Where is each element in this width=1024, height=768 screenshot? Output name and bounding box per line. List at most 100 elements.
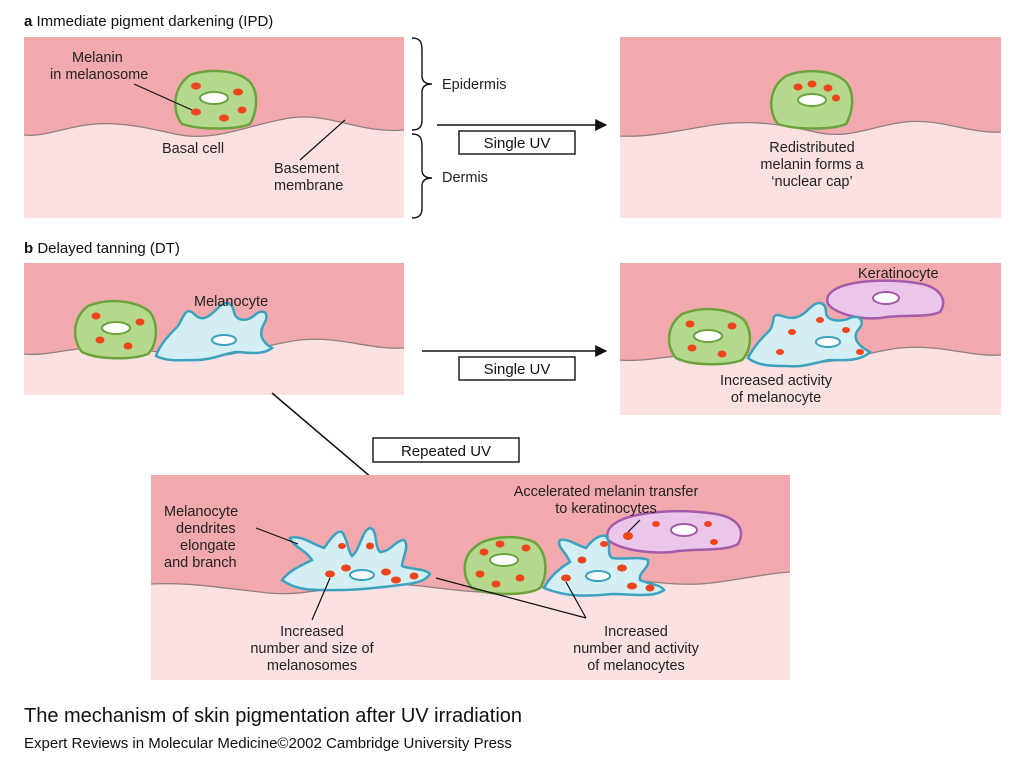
melanocyte-nucleus xyxy=(211,334,237,346)
melanin-granule xyxy=(366,542,374,550)
melanin-granule xyxy=(191,82,201,90)
panel-b-skin-before xyxy=(23,263,405,395)
figure-credit: Expert Reviews in Molecular Medicine©200… xyxy=(24,735,512,752)
label-dermis: Dermis xyxy=(442,170,488,186)
label-basement-line1: Basement xyxy=(274,161,339,177)
transfer-pointer xyxy=(627,519,641,533)
dendrites-line3: elongate xyxy=(180,538,236,554)
melanin-granule xyxy=(645,584,655,592)
result-b-line2: of melanocyte xyxy=(731,390,821,406)
melanin-granule xyxy=(687,344,697,352)
uv-box-repeated-label: Repeated UV xyxy=(401,443,491,460)
cell-nucleus xyxy=(199,91,229,105)
label-keratinocyte: Keratinocyte xyxy=(858,266,939,282)
melanin-granule xyxy=(577,556,587,564)
melanin-granule xyxy=(710,539,718,545)
result-b-line1: Increased activity xyxy=(720,373,833,389)
melanin-granule xyxy=(793,83,803,91)
melanin-granule xyxy=(475,570,485,578)
melanin-granule xyxy=(832,94,840,102)
melanin-granule xyxy=(717,350,727,358)
dermis-brace xyxy=(411,133,433,219)
melanin-granule xyxy=(219,114,229,122)
uv-box-single-a xyxy=(458,130,576,155)
label-basement-line2: membrane xyxy=(274,178,343,194)
panel-a-skin-before xyxy=(23,37,405,218)
melanin-granule xyxy=(338,543,346,549)
basement-pointer xyxy=(299,119,346,161)
melanin-granule xyxy=(561,574,571,582)
melanocyte-nucleus xyxy=(815,336,841,348)
uv-box-repeated xyxy=(372,437,520,463)
melanocyte-nucleus xyxy=(585,570,611,582)
melanin-granule xyxy=(807,80,817,88)
melanin-granule xyxy=(652,521,660,527)
panel-a-heading: a Immediate pigment darkening (IPD) xyxy=(24,13,273,30)
label-melanin-line2: in melanosome xyxy=(50,67,148,83)
melanin-granule xyxy=(233,88,243,96)
result-a-line2: melanin forms a xyxy=(760,157,864,173)
epidermis-brace xyxy=(411,37,433,131)
melanin-granule xyxy=(325,570,335,578)
cell-nucleus xyxy=(489,553,519,567)
transfer-line2: to keratinocytes xyxy=(555,501,657,517)
melanin-granule xyxy=(788,329,796,335)
uv-box-single-b-label: Single UV xyxy=(484,361,551,378)
panel-b-skin-repeated xyxy=(150,475,791,680)
label-basal-cell: Basal cell xyxy=(162,141,224,157)
dendrites-line2: dendrites xyxy=(176,521,236,537)
melanin-granule xyxy=(135,318,145,326)
melanin-granule xyxy=(123,342,133,350)
dendrites-line1: Melanocyte xyxy=(164,504,238,520)
melanocytes-pointer-left xyxy=(435,577,587,619)
melanin-granule xyxy=(842,327,850,333)
melanocyte-nucleus xyxy=(349,569,375,581)
melanin-pointer xyxy=(133,83,193,111)
dendrites-line4: and branch xyxy=(164,555,237,571)
uv-box-single-b xyxy=(458,356,576,381)
melanocytes-line1: Increased xyxy=(604,624,668,640)
melanin-granule xyxy=(627,582,637,590)
uv-box-single-a-label: Single UV xyxy=(484,135,551,152)
melanin-granule xyxy=(623,532,633,540)
melanin-granule xyxy=(391,576,401,584)
melanin-granule xyxy=(479,548,489,556)
melanocyte xyxy=(542,534,666,597)
melanin-granule xyxy=(495,540,505,548)
melanin-granule xyxy=(491,580,501,588)
melanin-granule xyxy=(727,322,737,330)
melanosomes-pointer xyxy=(311,577,331,621)
panel-b-heading: b Delayed tanning (DT) xyxy=(24,240,180,257)
melanosomes-line1: Increased xyxy=(280,624,344,640)
melanin-granule xyxy=(856,349,864,355)
melanin-granule xyxy=(776,349,784,355)
cell-nucleus xyxy=(797,93,827,107)
panel-b-skin-after xyxy=(619,263,1002,415)
melanin-granule xyxy=(521,544,531,552)
transfer-line1: Accelerated melanin transfer xyxy=(514,484,699,500)
melanosomes-line3: melanosomes xyxy=(267,658,357,674)
label-melanocyte: Melanocyte xyxy=(194,294,268,310)
melanin-granule xyxy=(600,541,608,547)
melanin-granule xyxy=(617,564,627,572)
keratinocyte-nucleus xyxy=(670,523,698,537)
melanocyte xyxy=(154,301,275,362)
melanin-granule xyxy=(409,572,419,580)
melanin-granule xyxy=(823,84,833,92)
result-a-line1: Redistributed xyxy=(769,140,854,156)
label-melanin-line1: Melanin xyxy=(72,50,123,66)
melanocytes-line2: number and activity xyxy=(573,641,699,657)
melanocytes-pointer-right xyxy=(565,581,587,619)
melanin-granule xyxy=(381,568,391,576)
melanin-granule xyxy=(191,108,201,116)
melanin-granule xyxy=(341,564,351,572)
keratinocyte-nucleus xyxy=(872,291,900,305)
result-a-line3: ‘nuclear cap’ xyxy=(771,174,852,190)
dendrites-pointer xyxy=(255,527,299,545)
cell-nucleus xyxy=(101,321,131,335)
melanin-granule xyxy=(704,521,712,527)
cell-nucleus xyxy=(693,329,723,343)
melanin-granule xyxy=(816,317,824,323)
melanin-granule xyxy=(685,320,695,328)
